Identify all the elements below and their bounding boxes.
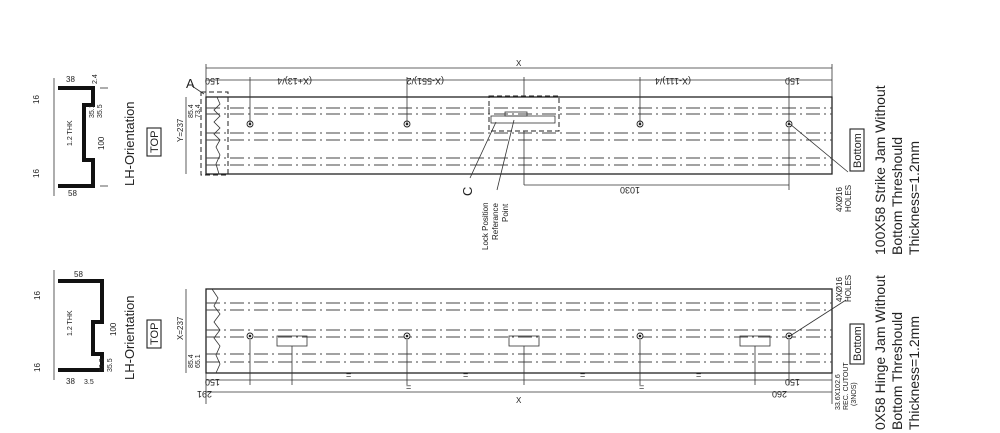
dim-span-a: (X+13)/4	[277, 76, 312, 86]
title-line1: 100X58 Strike Jam Without	[872, 85, 888, 255]
dim-x-bottom: X	[516, 396, 522, 405]
strike-jam-profile: 16 38 2.4 35.1 35.5 100 1.2 THK 16 58	[32, 74, 108, 198]
dim-y-237: Y=237	[176, 118, 185, 142]
profile-dim-100: 100	[109, 322, 118, 336]
dim-eq-4: =	[696, 370, 701, 380]
bottom-tag: Bottom	[852, 326, 864, 361]
dim-85-4: 85.4	[188, 354, 195, 368]
title-line3: Thickness=1.2mm	[906, 316, 922, 430]
bottom-tag: Bottom	[852, 133, 864, 168]
profile-dim-16: 16	[33, 291, 42, 300]
hinge-jam-elevation	[205, 288, 833, 374]
profile-dim-3-5: 3.5	[84, 379, 94, 386]
profile-dim-58: 58	[68, 189, 77, 198]
title-line2: Bottom Threshould	[889, 312, 905, 430]
profile-dim-58: 58	[74, 270, 83, 279]
dim-260: 260	[772, 389, 787, 399]
profile-dim-35-1: 35.1	[89, 104, 96, 118]
profile-dim-35-5: 35.5	[107, 358, 114, 372]
dim-eq-2: =	[463, 370, 468, 380]
dim-73-4: 73.4	[195, 104, 202, 118]
top-tag: TOP	[149, 323, 161, 345]
callout-box-c	[488, 95, 560, 132]
top-tag-box	[146, 319, 162, 349]
hinge-jam-dimensions: X=237 85.4 65.1 150 = = = = 150 291 = = …	[176, 289, 833, 405]
dim-eq-5: =	[406, 382, 411, 392]
strike-jam-callouts: C Lock Position Referance Point 4XØ16 HO…	[460, 119, 853, 250]
cutout-note-line3: (3NOS)	[851, 382, 858, 406]
dim-150-right: 150	[785, 76, 800, 86]
holes-note-line2: HOLES	[844, 275, 853, 302]
top-tag-box	[146, 127, 162, 157]
top-tag: TOP	[149, 131, 161, 153]
lock-note-line3: Point	[501, 203, 510, 222]
holes-note-line1: 4XØ16	[835, 187, 844, 212]
dim-eq-6: =	[639, 382, 644, 392]
strike-jam-view: 16 38 2.4 35.1 35.5 100 1.2 THK 16 58 LH…	[32, 59, 922, 255]
dim-x-237: X=237	[176, 316, 185, 340]
callout-c-label: C	[460, 187, 475, 196]
cutout-note-line2: REC. CUTOUT	[843, 362, 850, 410]
rec-cutout	[508, 335, 540, 347]
strike-jam-elevation	[200, 91, 833, 176]
dim-span-c: (X-111)/4	[655, 76, 691, 86]
lock-slot	[490, 115, 556, 124]
dim-291: 291	[197, 389, 212, 399]
dim-150-left: 150	[205, 76, 220, 86]
rec-cutout	[739, 335, 771, 347]
lock-note-line2: Referance	[491, 203, 500, 240]
callout-box-a	[200, 91, 229, 176]
holes-note-line1: 4XØ16	[835, 277, 844, 302]
hinge-jam-profile: 58 16 1.2 THK 100 32.3 35.5 16 38 3.5	[33, 270, 118, 386]
dim-1030: 1030	[620, 185, 640, 195]
cutout-note-line1: 33.6X102.6	[835, 374, 842, 410]
profile-dim-16b: 16	[33, 363, 42, 372]
profile-dim-16b: 16	[32, 169, 41, 178]
profile-dim-16: 16	[32, 95, 41, 104]
strike-jam-dimensions: X 150 (X+13)/4 (X-551)/2 (X-111)/4 150 Y…	[176, 59, 833, 195]
dim-150-right: 150	[785, 377, 800, 387]
dim-85-4: 85.4	[188, 104, 195, 118]
callout-a-label: A	[186, 76, 195, 91]
dim-span-b: (X-551)/2	[406, 76, 444, 86]
title-line1: 0X58 Hinge Jam Without	[872, 275, 888, 430]
profile-dim-100: 100	[97, 136, 106, 150]
profile-thk: 1.2 THK	[67, 310, 74, 336]
title-line2: Bottom Threshould	[889, 137, 905, 255]
holes-note-line2: HOLES	[844, 185, 853, 212]
dim-eq-1: =	[346, 370, 351, 380]
hinge-jam-callouts: 4XØ16 HOLES 33.6X102.6 REC. CUTOUT (3NOS…	[789, 275, 858, 410]
bottom-tag-box	[849, 128, 865, 172]
profile-thk: 1.2 THK	[67, 120, 74, 146]
title-line3: Thickness=1.2mm	[906, 141, 922, 255]
orientation-label: LH-Orientation	[122, 101, 137, 186]
profile-dim-2-4: 2.4	[92, 74, 99, 84]
dim-eq-3: =	[580, 370, 585, 380]
profile-dim-38: 38	[66, 75, 75, 84]
dim-150-left: 150	[205, 377, 220, 387]
hinge-jam-view: 58 16 1.2 THK 100 32.3 35.5 16 38 3.5 LH…	[33, 270, 922, 430]
profile-dim-38: 38	[66, 377, 75, 386]
lock-note-line1: Lock Position	[481, 202, 490, 250]
orientation-label: LH-Orientation	[122, 295, 137, 380]
profile-dim-32-3: 32.3	[99, 358, 106, 372]
dim-65-1: 65.1	[195, 354, 202, 368]
bottom-tag-box	[849, 323, 865, 365]
dim-x-top: X	[516, 59, 522, 68]
rec-cutout	[276, 335, 308, 347]
profile-dim-35-5: 35.5	[97, 104, 104, 118]
